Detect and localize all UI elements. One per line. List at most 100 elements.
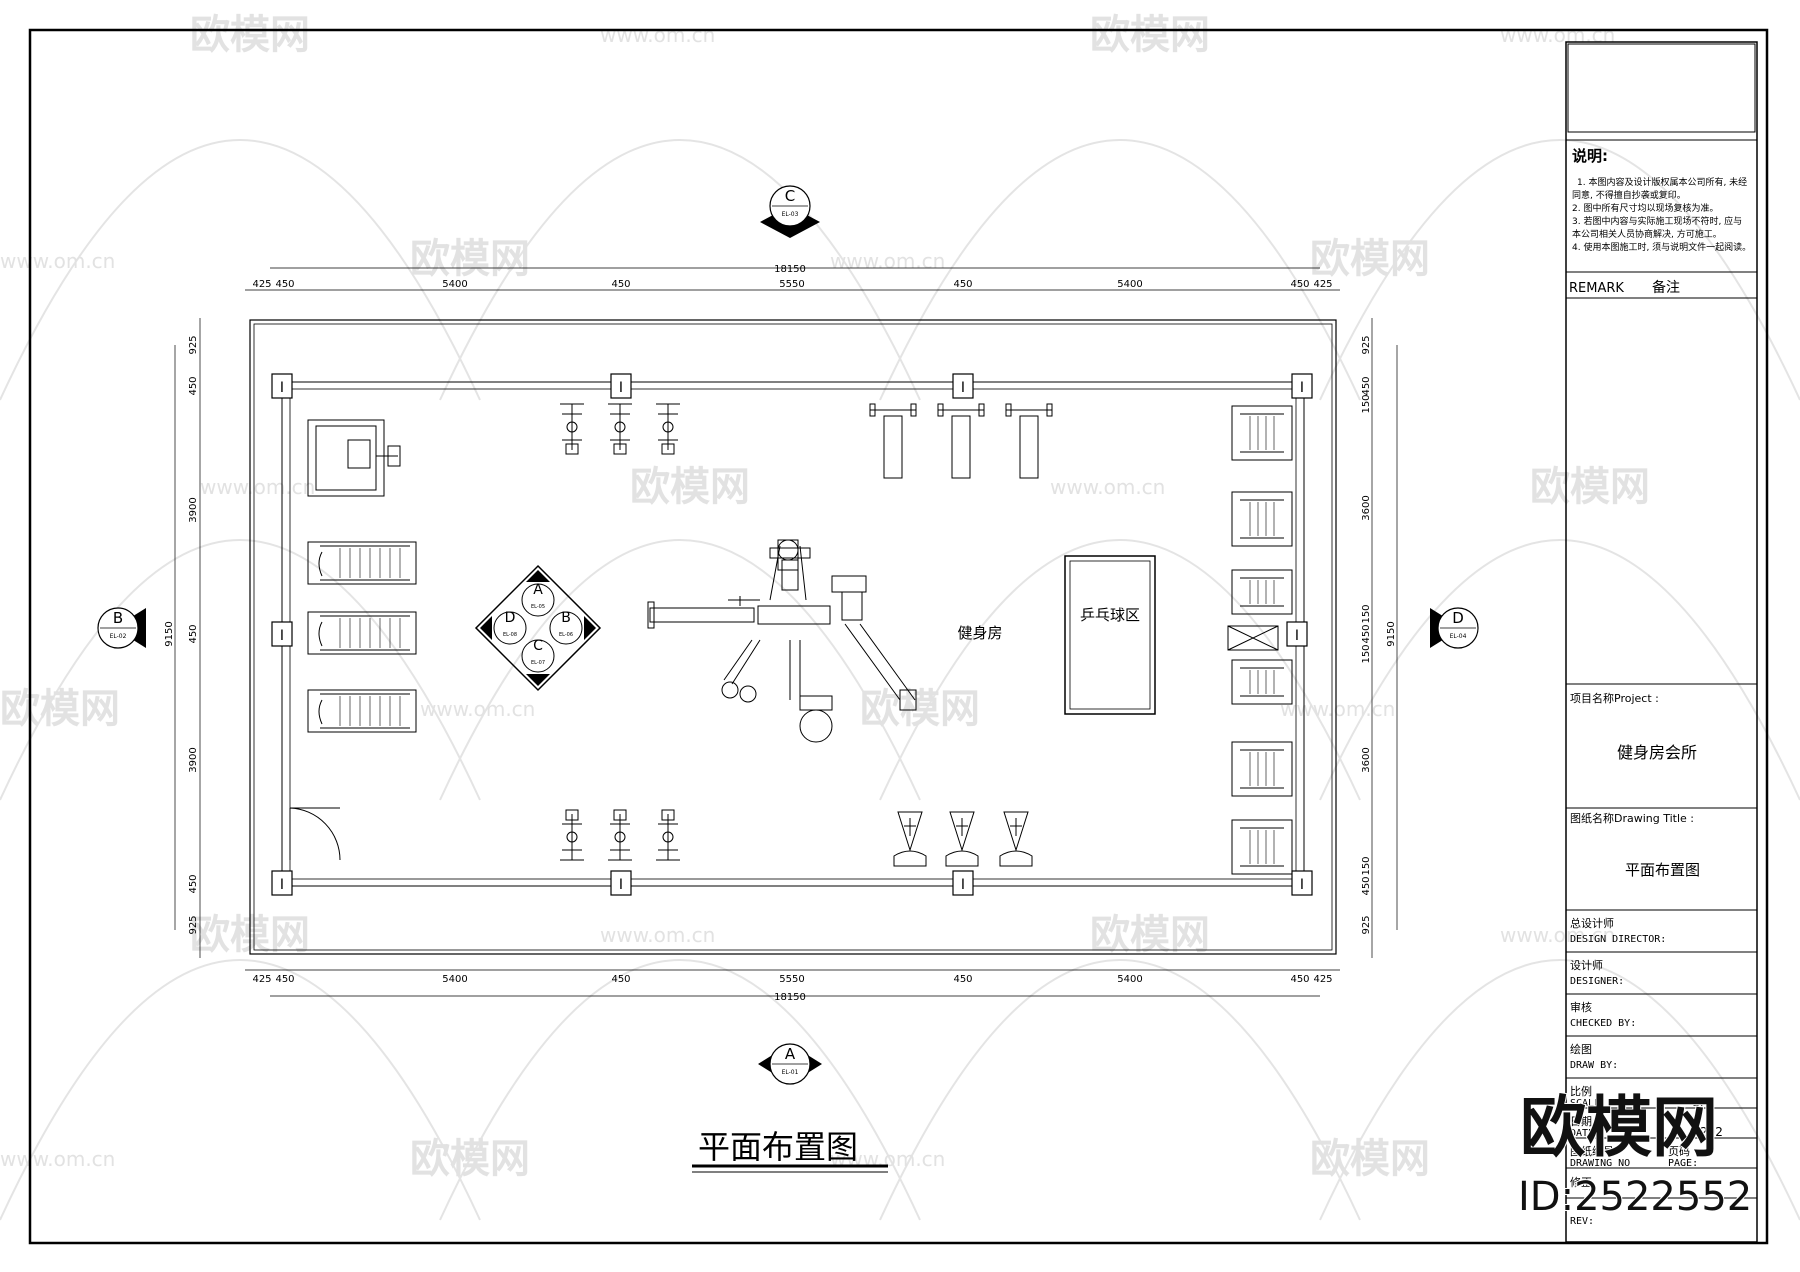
watermark-site: www.om.cn (830, 249, 945, 273)
remark-label: REMARK (1569, 281, 1624, 296)
dim: 3600 (1361, 747, 1372, 772)
watermark-site: www.om.cn (420, 697, 535, 721)
dim: 425 (1313, 279, 1332, 290)
treadmill-icon (307, 611, 417, 655)
dim: 450 (188, 624, 199, 643)
dim: 3900 (188, 497, 199, 522)
watermark-brand: 欧模网 (1530, 464, 1650, 510)
svg-text:I: I (1300, 877, 1304, 893)
cable-crossover-machine (307, 419, 401, 497)
drawing-no-en: DRAWING NO (1570, 1158, 1630, 1169)
leg-machine-icon (893, 811, 927, 867)
bottom-dimension-text: 425 450 5400 450 5550 450 5400 450 425 1… (252, 974, 1332, 1003)
watermark-brand: 欧模网 (1090, 912, 1210, 958)
watermark-site: www.om.cn (0, 1147, 115, 1171)
dim-total: 9150 (164, 621, 175, 646)
dim: 925 (1361, 915, 1372, 934)
exercise-machine-icon (560, 403, 584, 455)
column-icon: I (271, 373, 293, 399)
watermark-brand: 欧模网 (0, 686, 120, 732)
column-icon: I (1286, 621, 1308, 647)
elevation-ref: EL-01 (782, 1069, 799, 1076)
svg-text:I: I (1300, 380, 1304, 396)
svg-text:I: I (280, 380, 284, 396)
elevation-letter: B (113, 609, 123, 627)
columns: I I I I I I I I I I (271, 373, 1313, 896)
dim: 5400 (442, 974, 467, 985)
column-icon: I (1291, 870, 1313, 896)
dim-total: 18150 (774, 992, 806, 1003)
elevation-letter: A (785, 1045, 796, 1063)
elevation-marker-a: A EL-01 (758, 1043, 822, 1085)
dim-total: 18150 (774, 264, 806, 275)
watermark-site: www.om.cn (200, 475, 315, 499)
right-cardio-machines (1227, 405, 1293, 875)
brand-logo: 欧模网 (1520, 1089, 1718, 1166)
cardio-machine-icon (1231, 491, 1293, 547)
dim: 450 (275, 279, 294, 290)
dim: 425 (252, 279, 271, 290)
title-block-text: 说明: 1. 本图内容及设计版权属本公司所有, 未经 同意, 不得擅自抄袭或复印… (1569, 147, 1751, 1227)
sheet-border (28, 28, 1769, 1245)
brand-overlay: 欧模网 ID:2522552 (1517, 1088, 1753, 1221)
project-label: 项目名称Project : (1570, 691, 1659, 705)
scale-value: 1:0 (1692, 1095, 1711, 1109)
dim: 5400 (1117, 279, 1142, 290)
column-icon: I (610, 373, 632, 399)
column-icon: I (952, 373, 974, 399)
draw-en: DRAW BY: (1570, 1060, 1618, 1071)
seated-row-machines (560, 403, 680, 455)
cardio-machine-icon (1231, 405, 1293, 461)
elevation-ref: EL-04 (1450, 633, 1467, 640)
draw-cn: 绘图 (1570, 1042, 1592, 1056)
elevation-marker-b: B EL-02 (97, 607, 146, 649)
cardio-machine-icon (1231, 741, 1293, 797)
dim: 150 (1361, 644, 1372, 663)
bench-press-stations (869, 403, 1053, 479)
elevation-marker-d: D EL-04 (1430, 607, 1479, 649)
treadmills (307, 541, 417, 733)
column-icon: I (1291, 373, 1313, 399)
leg-machine-icon (999, 811, 1033, 867)
leg-machines (893, 811, 1033, 867)
scale-cn: 比例 (1570, 1084, 1592, 1098)
watermark-brand: 欧模网 (1090, 12, 1210, 58)
dim: 5550 (779, 279, 804, 290)
bench-icon (937, 403, 985, 479)
dim: 5550 (779, 974, 804, 985)
scale-en: SCALE (1570, 1098, 1600, 1109)
elevation-letter: D (1452, 609, 1464, 627)
dim: 450 (611, 279, 630, 290)
rev-cn: 修正 (1570, 1175, 1592, 1189)
director-en: DESIGN DIRECTOR: (1570, 934, 1666, 945)
dim: 150 (1361, 856, 1372, 875)
treadmill-icon (307, 541, 417, 585)
column-icon: I (952, 870, 974, 896)
notes-heading: 说明: (1572, 147, 1608, 165)
treadmill-icon (307, 689, 417, 733)
watermark-site: www.om.cn (600, 923, 715, 947)
svg-text:I: I (280, 628, 284, 644)
designer-en: DESIGNER: (1570, 976, 1624, 987)
note-line: 1. 本图内容及设计版权属本公司所有, 未经 (1577, 176, 1747, 188)
title-block (1565, 41, 1758, 1243)
director-cn: 总设计师 (1570, 916, 1614, 930)
svg-text:I: I (1295, 628, 1299, 644)
note-line: 4. 使用本图施工时, 须与说明文件一起阅读。 (1572, 241, 1751, 253)
dim: 425 (252, 974, 271, 985)
dim: 150 (1361, 394, 1372, 413)
dim: 3900 (188, 747, 199, 772)
door (289, 807, 341, 861)
dim: 5400 (1117, 974, 1142, 985)
dim: 425 (1313, 974, 1332, 985)
remark-cn: 备注 (1652, 279, 1680, 296)
dimension-lines (174, 267, 1398, 997)
note-line: 2. 图中所有尺寸均以现场复核为准。 (1572, 202, 1718, 214)
watermark-brand: 欧模网 (190, 12, 310, 58)
designer-cn: 设计师 (1570, 959, 1603, 972)
brand-id: ID:2522552 (1518, 1174, 1752, 1220)
dim: 450 (1361, 624, 1372, 643)
drawing-title-value: 平面布置图 (1625, 861, 1700, 879)
exercise-machine-icon (656, 809, 680, 861)
